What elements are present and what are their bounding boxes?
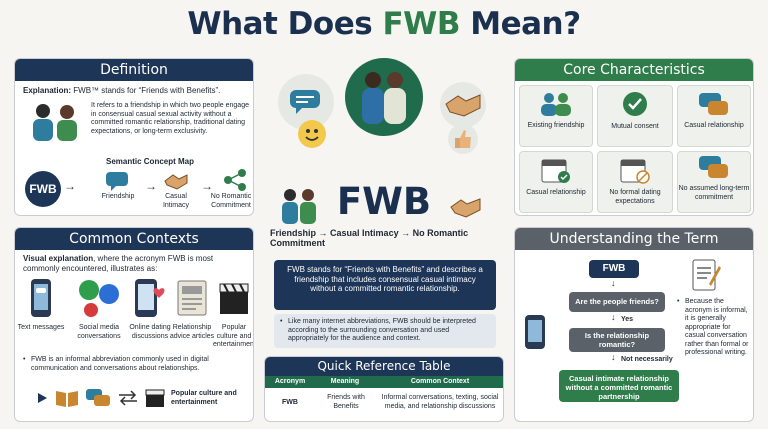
- cell-context: Informal conversations, texting, social …: [381, 394, 499, 410]
- dating-app-icon: [133, 278, 167, 318]
- people-icon: [541, 93, 571, 116]
- page-title: What Does FWB Mean?: [187, 6, 581, 42]
- definition-explanation: Explanation: FWB™ stands for “Friends wi…: [23, 86, 221, 95]
- context-item-advice-articles: Relationship advice articles: [169, 324, 215, 340]
- check-circle-icon: [623, 92, 647, 116]
- flow-start: FWB: [589, 260, 639, 278]
- arrow-down-icon: ↓: [611, 352, 616, 362]
- flow-answer-no: Not necessarily: [621, 356, 673, 363]
- context-item-text-messages: Text messages: [17, 324, 65, 331]
- characteristic-card: Casual relationship: [519, 151, 593, 213]
- flow-result: Casual intimate relationship without a c…: [559, 370, 679, 402]
- characteristics-header: Core Characteristics: [515, 59, 753, 81]
- characteristic-label: Casual relationship: [684, 122, 744, 129]
- chat-icon: [699, 93, 728, 115]
- definition-header: Definition: [15, 59, 253, 81]
- fwb-badge: FWB: [25, 171, 61, 207]
- clapperboard-icon: [219, 280, 249, 316]
- handshake-icon: [448, 194, 484, 220]
- characteristic-label: Mutual consent: [611, 123, 659, 130]
- column-acronym: Acronym: [274, 378, 306, 385]
- column-meaning: Meaning: [330, 378, 360, 385]
- smile-icon: [298, 120, 326, 148]
- flow-answer-yes: Yes: [621, 316, 634, 323]
- notepad-pen-icon: [691, 258, 721, 292]
- definition-panel: Definition Explanation: FWB™ stands for …: [14, 58, 254, 216]
- flow-question-romantic: Is the relationship romantic?: [569, 328, 665, 352]
- characteristic-card: Mutual consent: [597, 85, 673, 147]
- chat-icon: [699, 156, 728, 178]
- handshake-icon: [440, 82, 486, 128]
- arrow-down-icon: ↓: [611, 278, 616, 288]
- definition-body: It refers to a friendship in which two p…: [91, 102, 249, 135]
- arrow-icon: →: [318, 228, 328, 238]
- arrow-down-icon: ↓: [611, 312, 616, 322]
- cell-meaning: Friends with Benefits: [327, 394, 365, 410]
- couple-icon: [25, 101, 87, 143]
- arrow-icon: →: [201, 179, 213, 193]
- characteristic-label: Casual relationship: [526, 189, 586, 196]
- swap-arrows-icon: [117, 390, 139, 406]
- concept-node-friendship: Friendship: [101, 193, 135, 200]
- characteristic-label: Existing friendship: [527, 122, 585, 129]
- characteristic-card: Casual relationship: [677, 85, 751, 147]
- understanding-header: Understanding the Term: [515, 228, 753, 250]
- center-chain: Friendship → Casual Intimacy → No Romant…: [270, 228, 502, 248]
- characteristic-label: No assumed long-term commitment: [678, 185, 750, 201]
- clapperboard-icon: [145, 388, 165, 408]
- concept-node-no-commitment: No Romantic Commitment: [210, 193, 252, 209]
- summary-box: FWB stands for “Friends with Benefits” a…: [274, 260, 496, 310]
- understanding-panel: Understanding the Term FWB ↓ Are the peo…: [514, 227, 754, 422]
- play-icon: [35, 391, 49, 405]
- share-icon: [223, 169, 247, 191]
- article-icon: [177, 280, 207, 316]
- context-item-pop-culture: Popular culture and entertainment: [213, 324, 254, 348]
- contexts-panel: Common Contexts Visual explanation, wher…: [14, 227, 254, 422]
- chain-no-commitment: No Romantic Commitment: [270, 228, 469, 248]
- table-head-row: Acronym Meaning Common Context: [265, 376, 503, 388]
- arrow-icon: →: [64, 179, 76, 193]
- quick-reference-table: Quick Reference Table Acronym Meaning Co…: [264, 356, 504, 422]
- calendar-check-icon: [541, 159, 570, 183]
- chat-icon: [105, 171, 131, 191]
- couple-icon: [276, 186, 322, 226]
- characteristic-card: No assumed long-term commitment: [677, 151, 751, 213]
- understanding-side-note: Because the acronym is informal, it is g…: [685, 298, 749, 356]
- social-media-icon: [77, 278, 121, 318]
- table-row: FWB Friends with Benefits Informal conve…: [265, 389, 503, 421]
- calendar-no-icon: [620, 159, 650, 184]
- characteristic-label: No formal dating expectations: [609, 189, 661, 205]
- flow-question-friends: Are the people friends?: [569, 292, 665, 312]
- contexts-intro: Visual explanation, where the acronym FW…: [23, 254, 214, 273]
- arrow-icon: →: [145, 179, 157, 193]
- concept-map-title: Semantic Concept Map: [105, 157, 194, 166]
- handshake-icon: [163, 171, 189, 191]
- arrow-icon: →: [401, 228, 411, 238]
- cell-acronym: FWB: [282, 399, 298, 406]
- concept-node-casual-intimacy: Casual Intimacy: [162, 193, 190, 209]
- column-context: Common Context: [410, 378, 470, 385]
- table-header: Quick Reference Table: [265, 357, 503, 376]
- contexts-note: FWB is an informal abbreviation commonly…: [31, 356, 209, 372]
- bullet-icon: •: [677, 298, 680, 305]
- chat-icon: [85, 388, 111, 408]
- fwb-big-label: FWB: [336, 180, 432, 223]
- thumbs-up-icon: [448, 124, 478, 154]
- contexts-header: Common Contexts: [15, 228, 253, 250]
- chain-friendship: Friendship: [270, 228, 317, 238]
- characteristic-card: No formal dating expectations: [597, 151, 673, 213]
- couple-illustration: [345, 58, 423, 136]
- bullet-icon: •: [280, 318, 283, 325]
- phone-icon: [29, 278, 53, 318]
- characteristic-card: Existing friendship: [519, 85, 593, 147]
- characteristics-panel: Core Characteristics Existing friendship…: [514, 58, 754, 216]
- contexts-footer: Popular culture and entertainment: [171, 390, 237, 406]
- context-item-social-media: Social media conversations: [77, 324, 121, 340]
- phone-icon: [523, 314, 547, 350]
- chain-casual-intimacy: Casual Intimacy: [330, 228, 399, 238]
- context-item-online-dating: Online dating discussions: [129, 324, 171, 340]
- usage-note-box: • Like many internet abbreviations, FWB …: [274, 314, 496, 348]
- book-icon: [55, 388, 79, 408]
- bullet-icon: •: [23, 356, 26, 363]
